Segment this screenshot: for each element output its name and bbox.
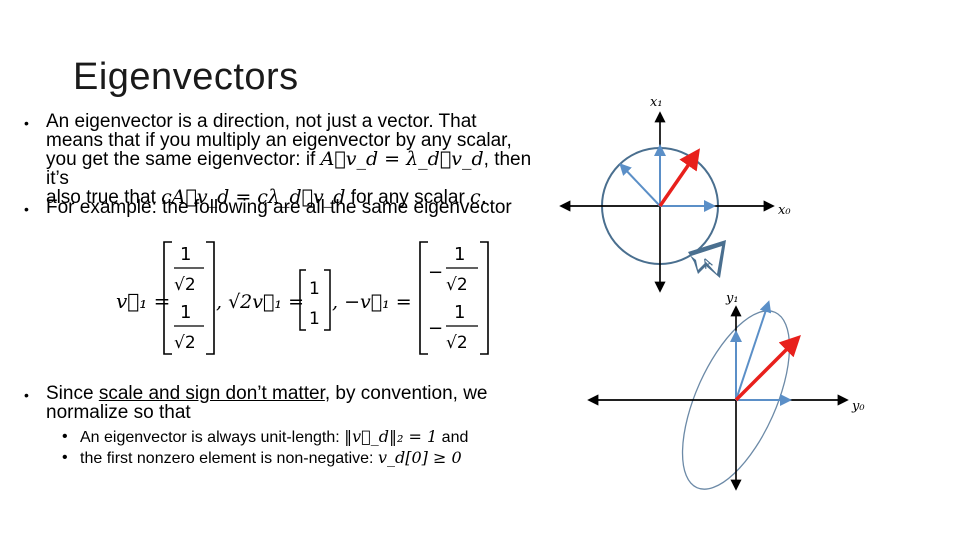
neg-sign: −: [428, 262, 443, 283]
vec-entry: 1: [309, 309, 320, 329]
bullet-dot: •: [62, 428, 68, 445]
eigenvector-red: [658, 148, 700, 207]
frac-num: 1: [180, 302, 191, 323]
frac-den: √2: [174, 333, 196, 353]
frac-den: √2: [446, 275, 468, 295]
sub-bullet-1-tail: and: [441, 429, 469, 446]
sqrt2-v1-label: , √2v⃗₁ =: [216, 291, 304, 313]
bullet-1-line-1: An eigenvector is a direction, not just …: [46, 111, 477, 132]
scalar-variable: c.: [470, 186, 487, 208]
bullet-1-line-5: for any scalar: [350, 187, 465, 208]
sub-bullet-1-text: An eigenvector is always unit-length:: [80, 429, 340, 446]
frac-den: √2: [174, 275, 196, 295]
bullet-3-underlined: scale and sign don’t matter: [98, 383, 325, 404]
frac-num: 1: [454, 244, 465, 265]
x0-label: x₀: [778, 203, 791, 218]
frac-num: 1: [454, 302, 465, 323]
bullet-1-line-2: means that if you multiply an eigenvecto…: [46, 130, 512, 151]
vector-blue: [619, 163, 661, 207]
transformed-vector-blue: [735, 300, 772, 401]
x1-label: x₁: [650, 95, 663, 110]
y0-label: y₀: [851, 399, 865, 414]
eigen-equation: A⃗v_d = λ_d⃗v_d: [320, 148, 484, 170]
frac-num: 1: [180, 244, 191, 265]
bullet-dot: •: [24, 387, 29, 403]
eigenvector-diagram: x₁ x₀ A y₁ y₀: [559, 95, 865, 491]
eigenvector-equation: v⃗₁ = 1 √2 1 √2 , √2v⃗₁ = 1 1 , −v⃗₁ = −…: [116, 241, 489, 355]
bullet-3-post: , by convention, we: [324, 383, 488, 404]
unit-length-equation: ‖v⃗_d‖₂ = 1: [344, 427, 438, 446]
then-text: , then it’s: [46, 149, 532, 189]
scaled-eigen-equation: cA⃗v_d = cλ_d⃗v_d: [161, 186, 346, 208]
neg-sign: −: [428, 318, 443, 339]
bullet-dot: •: [62, 449, 68, 466]
slide-title: Eigenvectors: [73, 56, 299, 98]
bullet-1-line-4: also true that: [46, 187, 156, 208]
vec-entry: 1: [309, 279, 320, 299]
scaled-eigenvector-red: [734, 335, 801, 402]
bullet-3-line-2: normalize so that: [46, 402, 191, 423]
bullet-1-line-3: you get the same eigenvector: if: [46, 149, 316, 170]
bullet-dot: •: [24, 201, 29, 217]
frac-den: √2: [446, 333, 468, 353]
transformed-ellipse: [681, 310, 791, 490]
sub-bullet-2-text: the first nonzero element is non-negativ…: [80, 450, 374, 467]
v1-label: v⃗₁ =: [116, 289, 170, 313]
nonnegative-equation: v_d[0] ≥ 0: [377, 448, 462, 467]
neg-v1-label: , −v⃗₁ =: [332, 291, 412, 313]
bullet-3-pre: Since: [46, 383, 94, 404]
bullet-2: For example: the following are all the s…: [46, 197, 512, 218]
bullet-dot: •: [24, 115, 29, 131]
y1-label: y₁: [725, 291, 739, 306]
